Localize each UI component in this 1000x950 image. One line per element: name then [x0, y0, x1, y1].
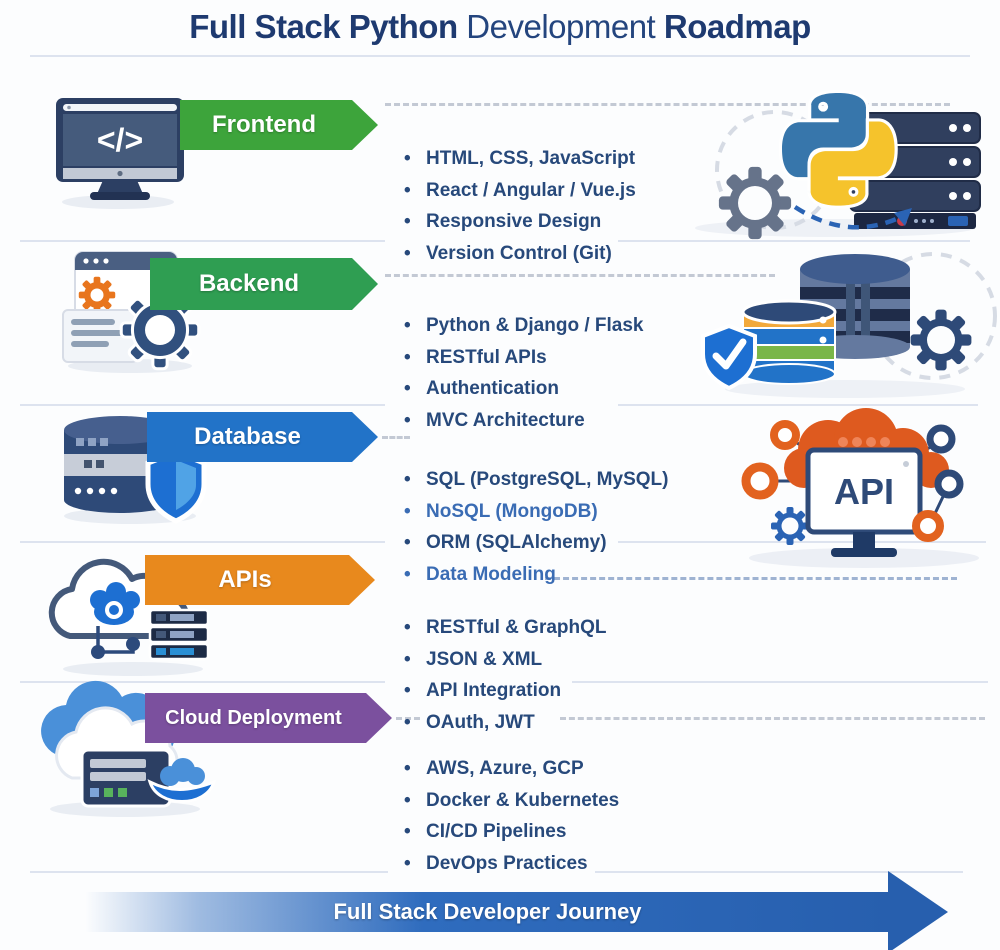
title-regular: Development: [466, 8, 656, 45]
list-item: OAuth, JWT: [400, 707, 700, 739]
cloud-topic-list: AWS, Azure, GCP Docker & Kubernetes CI/C…: [400, 753, 700, 879]
banner-backend: Backend: [150, 258, 378, 310]
list-item: DevOps Practices: [400, 848, 700, 880]
banner-cloud-deployment: Cloud Deployment: [145, 693, 392, 743]
dashed-connector: [385, 274, 775, 277]
divider: [20, 541, 385, 543]
cloud-bowl-icon: [147, 758, 217, 803]
list-item: AWS, Azure, GCP: [400, 753, 700, 785]
divider: [595, 871, 963, 873]
divider: [618, 240, 970, 242]
banner-frontend-label: Frontend: [212, 111, 316, 138]
divider: [30, 871, 388, 873]
divider: [20, 404, 385, 406]
list-item: Responsive Design: [400, 206, 700, 238]
list-item: JSON & XML: [400, 644, 700, 676]
database-topic-list: SQL (PostgreSQL, MySQL) NoSQL (MongoDB) …: [400, 464, 700, 590]
list-item: RESTful APIs: [400, 342, 700, 374]
network-node-icon: [926, 424, 956, 454]
dashed-connector: [560, 717, 985, 720]
database-security-illustration: [701, 252, 997, 398]
database-shield-icon: [64, 416, 207, 524]
monitor-code-icon: </>: [56, 98, 184, 209]
dashed-connector: [545, 577, 957, 580]
list-item: React / Angular / Vue.js: [400, 175, 700, 207]
list-item: CI/CD Pipelines: [400, 816, 700, 848]
dashed-connector: [385, 103, 950, 106]
divider: [30, 55, 970, 57]
divider: [20, 681, 385, 683]
api-integration-illustration: API: [741, 408, 979, 568]
server-stack-icon: [148, 608, 210, 661]
list-item: RESTful & GraphQL: [400, 612, 700, 644]
list-item: Authentication: [400, 373, 700, 405]
divider: [618, 541, 986, 543]
banner-frontend: Frontend: [180, 100, 378, 150]
backend-topic-list: Python & Django / Flask RESTful APIs Aut…: [400, 310, 700, 436]
divider: [618, 404, 978, 406]
list-item: NoSQL (MongoDB): [400, 496, 700, 528]
list-item: ORM (SQLAlchemy): [400, 527, 700, 559]
page-title: Full Stack Python Development Roadmap: [0, 8, 1000, 46]
banner-database-label: Database: [194, 423, 301, 450]
list-item: SQL (PostgreSQL, MySQL): [400, 464, 700, 496]
divider: [20, 240, 385, 242]
banner-database: Database: [147, 412, 378, 462]
network-node-icon: [741, 462, 779, 500]
dashed-connector: [382, 436, 410, 439]
banner-apis-label: APIs: [218, 566, 272, 593]
shield-icon: [145, 449, 207, 524]
journey-arrow-head: [888, 871, 948, 950]
apis-topic-list: RESTful & GraphQL JSON & XML API Integra…: [400, 612, 700, 738]
svg-text:</>: </>: [97, 122, 143, 158]
journey-arrow: Full Stack Developer Journey: [85, 892, 890, 932]
list-item: API Integration: [400, 675, 700, 707]
network-node-icon: [770, 420, 800, 450]
network-node-icon: [912, 510, 944, 542]
divider: [572, 681, 988, 683]
network-node-icon: [934, 469, 964, 499]
frontend-topic-list: HTML, CSS, JavaScript React / Angular / …: [400, 143, 700, 269]
python-logo-icon: [778, 89, 898, 209]
cloud-server-deploy-icon: [41, 680, 217, 817]
banner-backend-label: Backend: [198, 270, 300, 297]
python-server-illustration: [695, 89, 981, 240]
title-bold-lead: Full Stack Python: [189, 8, 458, 45]
shield-check-icon: [701, 323, 757, 391]
dashed-arrow: [793, 205, 907, 230]
list-item: Docker & Kubernetes: [400, 785, 700, 817]
title-bold-tail: Roadmap: [663, 8, 811, 45]
banner-cloud-label: Cloud Deployment: [165, 706, 342, 729]
api-monitor-icon: API: [805, 447, 923, 557]
banner-apis: APIs: [145, 555, 375, 605]
journey-arrow-label: Full Stack Developer Journey: [333, 899, 642, 924]
list-item: Version Control (Git): [400, 238, 700, 270]
list-item: Python & Django / Flask: [400, 310, 700, 342]
list-item: HTML, CSS, JavaScript: [400, 143, 700, 175]
list-item: MVC Architecture: [400, 405, 700, 437]
database-colored-icon: [741, 299, 837, 385]
list-item: Data Modeling: [400, 559, 700, 591]
api-monitor-label: API: [834, 471, 894, 512]
